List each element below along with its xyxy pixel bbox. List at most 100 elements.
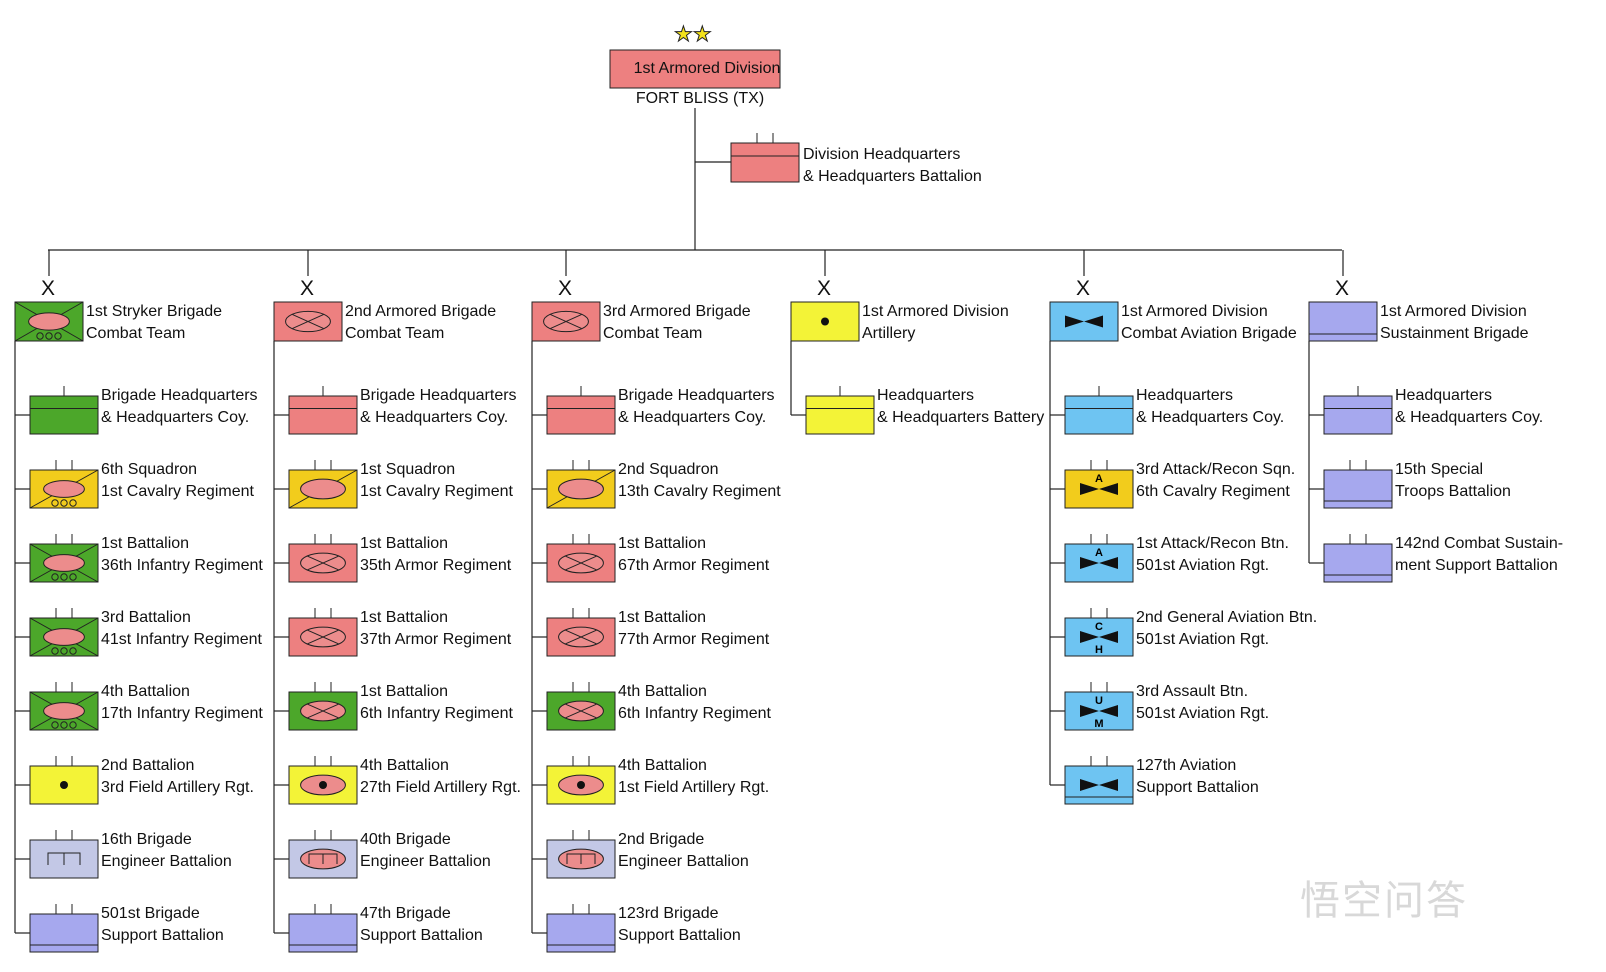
unit-box (29, 682, 99, 731)
svg-text:C: C (1095, 621, 1103, 633)
svg-text:A: A (1095, 473, 1103, 485)
unit-box (1323, 534, 1393, 583)
unit-box (29, 904, 99, 953)
brigade-echelon-mark: X (300, 277, 315, 300)
watermark: 悟空问答 (1300, 879, 1468, 923)
unit-label: Brigade Headquarters& Headquarters Coy. (618, 387, 775, 426)
unit-box (288, 682, 358, 731)
unit-box (546, 830, 616, 879)
division-title: 1st Armored Division (633, 60, 781, 77)
unit-label: 142nd Combat Sustain-ment Support Battal… (1395, 535, 1564, 574)
unit-box (288, 608, 358, 657)
hq-label: Division Headquarters& Headquarters Batt… (803, 146, 982, 185)
division-box (609, 49, 781, 89)
unit-box (546, 460, 616, 509)
unit-box (546, 608, 616, 657)
brigade-3-box (531, 301, 601, 342)
unit-box (288, 830, 358, 879)
brigade-4-box (790, 301, 860, 342)
unit-label: 1st Attack/Recon Btn.501st Aviation Rgt. (1136, 535, 1289, 574)
svg-text:M: M (1094, 718, 1103, 730)
unit-box (288, 904, 358, 953)
unit-box (805, 386, 875, 435)
division-hq-box (730, 133, 800, 183)
unit-label: 2nd General Aviation Btn.501st Aviation … (1136, 609, 1318, 648)
brigade-2-box (273, 301, 343, 342)
unit-box (1323, 460, 1393, 509)
svg-text:U: U (1095, 695, 1103, 707)
unit-box (29, 534, 99, 583)
brigade-echelon-mark: X (1076, 277, 1091, 300)
unit-box: UM (1064, 682, 1134, 731)
unit-box (546, 682, 616, 731)
unit-label: 3rd Assault Btn.501st Aviation Rgt. (1136, 683, 1270, 722)
unit-label: Headquarters& Headquarters Coy. (1395, 387, 1544, 426)
unit-box (29, 460, 99, 509)
unit-box (1064, 756, 1134, 805)
unit-box (29, 830, 99, 879)
unit-box (29, 386, 99, 435)
division-location: FORT BLISS (TX) (635, 90, 765, 107)
brigade-echelon-mark: X (41, 277, 56, 300)
unit-box: CH (1064, 608, 1134, 657)
brigade-echelon-mark: X (1335, 277, 1350, 300)
unit-label: Headquarters& Headquarters Battery (877, 387, 1045, 426)
unit-box (288, 534, 358, 583)
unit-box (546, 756, 616, 805)
unit-label: Brigade Headquarters& Headquarters Coy. (360, 387, 517, 426)
unit-label: Brigade Headquarters& Headquarters Coy. (101, 387, 258, 426)
brigade-echelon-mark: X (817, 277, 832, 300)
unit-box (29, 756, 99, 805)
unit-box (1064, 386, 1134, 435)
unit-box: A (1064, 460, 1134, 509)
unit-label: 3rd Attack/Recon Sqn.6th Cavalry Regimen… (1136, 461, 1296, 500)
unit-box (546, 904, 616, 953)
brigade-5-box (1049, 301, 1119, 342)
brigade-6-box (1308, 301, 1378, 342)
unit-box: A (1064, 534, 1134, 583)
unit-box (288, 460, 358, 509)
brigade-echelon-mark: X (558, 277, 573, 300)
svg-text:A: A (1095, 547, 1103, 559)
unit-box (546, 386, 616, 435)
unit-box (288, 386, 358, 435)
unit-label: Headquarters& Headquarters Coy. (1136, 387, 1285, 426)
unit-box (546, 534, 616, 583)
unit-box (288, 756, 358, 805)
unit-box (29, 608, 99, 657)
svg-text:H: H (1095, 644, 1103, 656)
brigade-1-box (14, 301, 84, 342)
general-stars-icon: ★★ (674, 23, 713, 46)
